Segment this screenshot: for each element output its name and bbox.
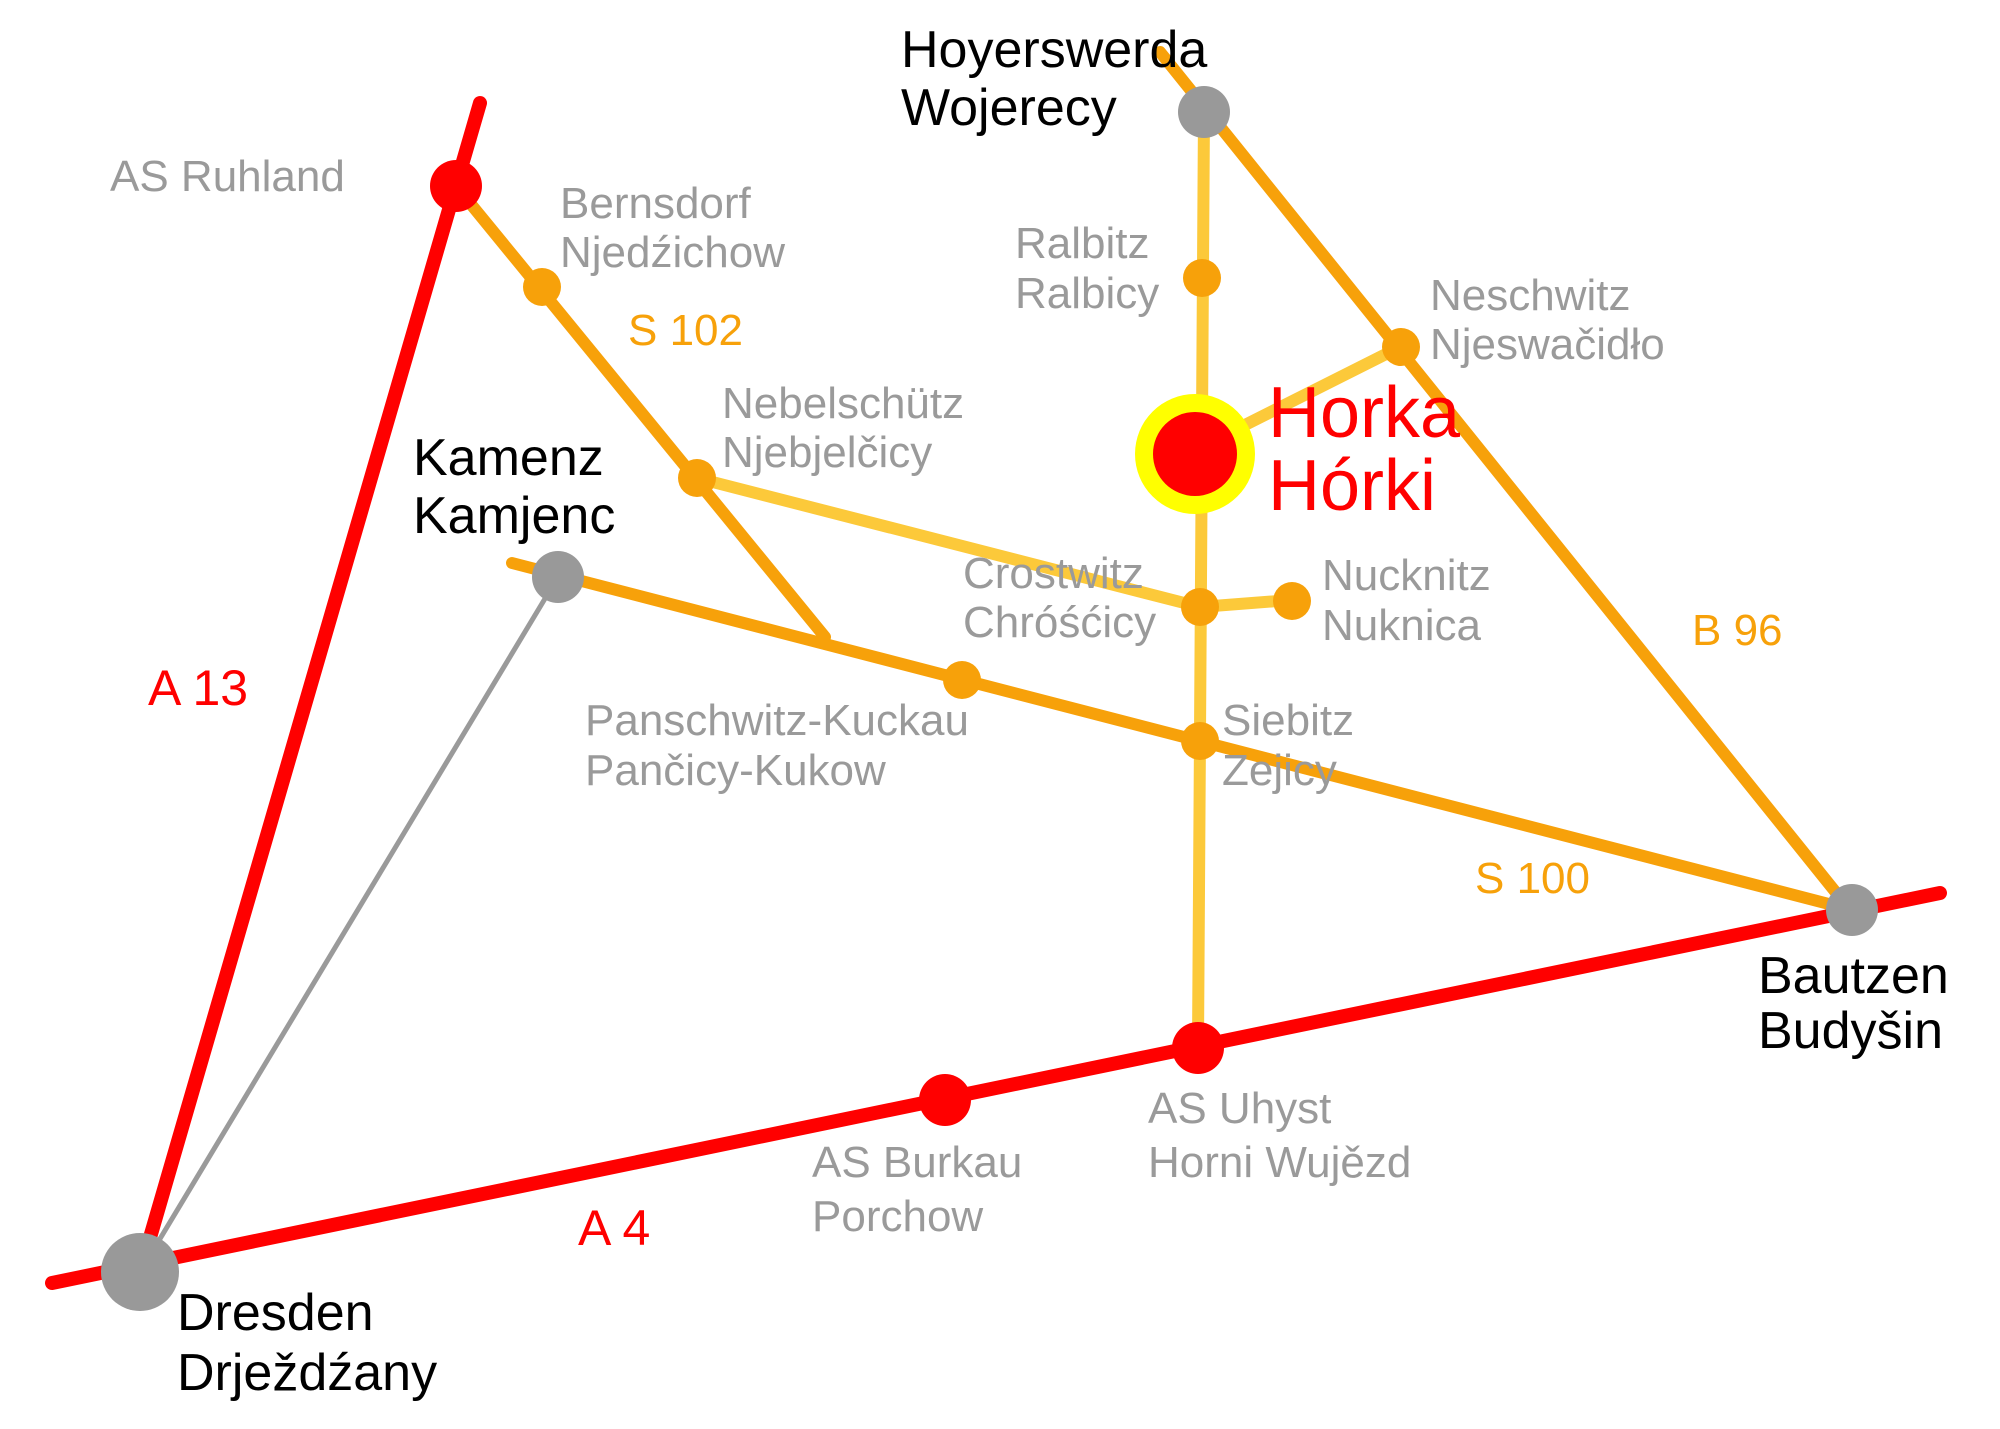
label-burkau-line2: Porchow (812, 1192, 983, 1241)
label-crostwitz-line2: Chróśćicy (963, 598, 1156, 647)
label-siebitz-line2: Zejicy (1222, 746, 1337, 795)
label-nebelschutz-line2: Njebjelčicy (722, 428, 932, 477)
label-panschwitz-line2: Pančicy-Kukow (585, 746, 886, 795)
road-s102 (450, 180, 831, 643)
label-bautzen-line2: Budyšin (1758, 1002, 1943, 1060)
motorways (45, 96, 1947, 1290)
label-kamenz-line1: Kamenz (413, 429, 604, 487)
label-nucknitz-line1: Nucknitz (1322, 551, 1491, 600)
village-nodes (523, 259, 1420, 760)
label-neschwitz-line1: Neschwitz (1430, 271, 1631, 320)
node-bernsdorf (523, 268, 561, 306)
label-crostwitz-line1: Crostwitz (963, 549, 1144, 598)
node-hoyerswerda (1178, 86, 1230, 138)
road-kamenz-dresden (137, 575, 561, 1274)
junction-nodes (430, 160, 1224, 1126)
label-s102: S 102 (628, 306, 743, 355)
node-uhyst (1172, 1022, 1224, 1074)
road-b96 (1154, 46, 1856, 916)
label-siebitz-line1: Siebitz (1222, 696, 1354, 745)
label-dresden-line2: Drježdźany (177, 1344, 437, 1402)
label-hoyerswerda-line1: Hoyerswerda (901, 21, 1207, 79)
road-hoyerswerda-uhyst (1192, 106, 1210, 1051)
node-crostwitz (1181, 588, 1219, 626)
node-dresden (101, 1233, 179, 1311)
label-neschwitz-line2: Njeswačidło (1430, 320, 1665, 369)
label-bernsdorf-line2: Njedźichow (560, 228, 785, 277)
road-a13 (133, 96, 487, 1279)
node-nebelschutz (678, 459, 716, 497)
node-siebitz (1181, 722, 1219, 760)
label-uhyst-line1: AS Uhyst (1148, 1084, 1331, 1133)
label-ralbitz-line2: Ralbicy (1015, 269, 1159, 318)
label-ruhland-line1: AS Ruhland (110, 152, 345, 201)
label-hoyerswerda-line2: Wojerecy (901, 79, 1117, 137)
node-burkau (919, 1074, 971, 1126)
label-panschwitz-line1: Panschwitz-Kuckau (585, 696, 969, 745)
label-a4: A 4 (578, 1200, 650, 1256)
label-burkau-line1: AS Burkau (812, 1138, 1022, 1187)
label-bautzen-line1: Bautzen (1758, 947, 1949, 1005)
label-a13: A 13 (148, 660, 248, 716)
label-kamenz-line2: Kamjenc (413, 487, 615, 545)
city-nodes (101, 86, 1878, 1311)
node-neschwitz (1382, 328, 1420, 366)
focus-label-line1: Horka (1268, 373, 1461, 453)
node-nucknitz (1273, 582, 1311, 620)
label-s100: S 100 (1475, 854, 1590, 903)
label-dresden-line1: Dresden (177, 1284, 374, 1342)
label-nebelschutz-line1: Nebelschütz (722, 379, 964, 428)
focus-dot (1153, 412, 1237, 496)
node-panschwitz (943, 661, 981, 699)
road-a4 (45, 886, 1947, 1290)
road-nebelschutz-crostwitz (691, 472, 1206, 613)
focus-marker (1135, 394, 1255, 514)
label-nucknitz-line2: Nuknica (1322, 601, 1481, 650)
road-horka-neschwitz (1219, 341, 1406, 441)
label-ralbitz-line1: Ralbitz (1015, 219, 1150, 268)
focus-label-line2: Hórki (1268, 446, 1436, 526)
node-kamenz (532, 551, 584, 603)
node-bautzen (1826, 884, 1878, 936)
label-b96: B 96 (1692, 606, 1783, 655)
label-bernsdorf-line1: Bernsdorf (560, 179, 752, 228)
node-ruhland (430, 160, 482, 212)
node-ralbitz (1183, 259, 1221, 297)
label-uhyst-line2: Horni Wujězd (1148, 1138, 1411, 1187)
